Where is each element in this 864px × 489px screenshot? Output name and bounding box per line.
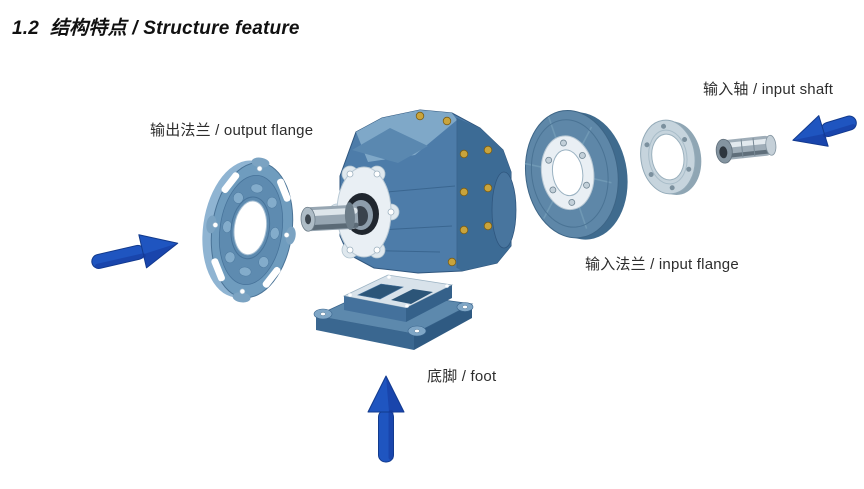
output-shaft-illustration bbox=[300, 202, 359, 232]
gearbox-housing-illustration bbox=[300, 109, 517, 274]
input-shaft-label: 输入轴 / input shaft bbox=[703, 81, 834, 98]
foot-illustration bbox=[313, 274, 474, 350]
output-flange-arrow-icon bbox=[91, 234, 179, 269]
foot-arrow-icon bbox=[367, 375, 405, 463]
input-shaft-arrow-icon bbox=[792, 115, 857, 147]
input-shaft-illustration bbox=[715, 134, 777, 164]
input-flange-illustration bbox=[524, 109, 628, 240]
adapter-ring-illustration bbox=[640, 119, 702, 195]
input-flange-label: 输入法兰 / input flange bbox=[585, 256, 739, 273]
output-flange-illustration bbox=[202, 157, 296, 303]
section-title: 1.2 结构特点 / Structure feature bbox=[12, 18, 300, 39]
housing-bolts bbox=[415, 111, 493, 267]
output-flange-label: 输出法兰 / output flange bbox=[150, 122, 314, 139]
foot-label: 底脚 / foot bbox=[427, 368, 497, 385]
